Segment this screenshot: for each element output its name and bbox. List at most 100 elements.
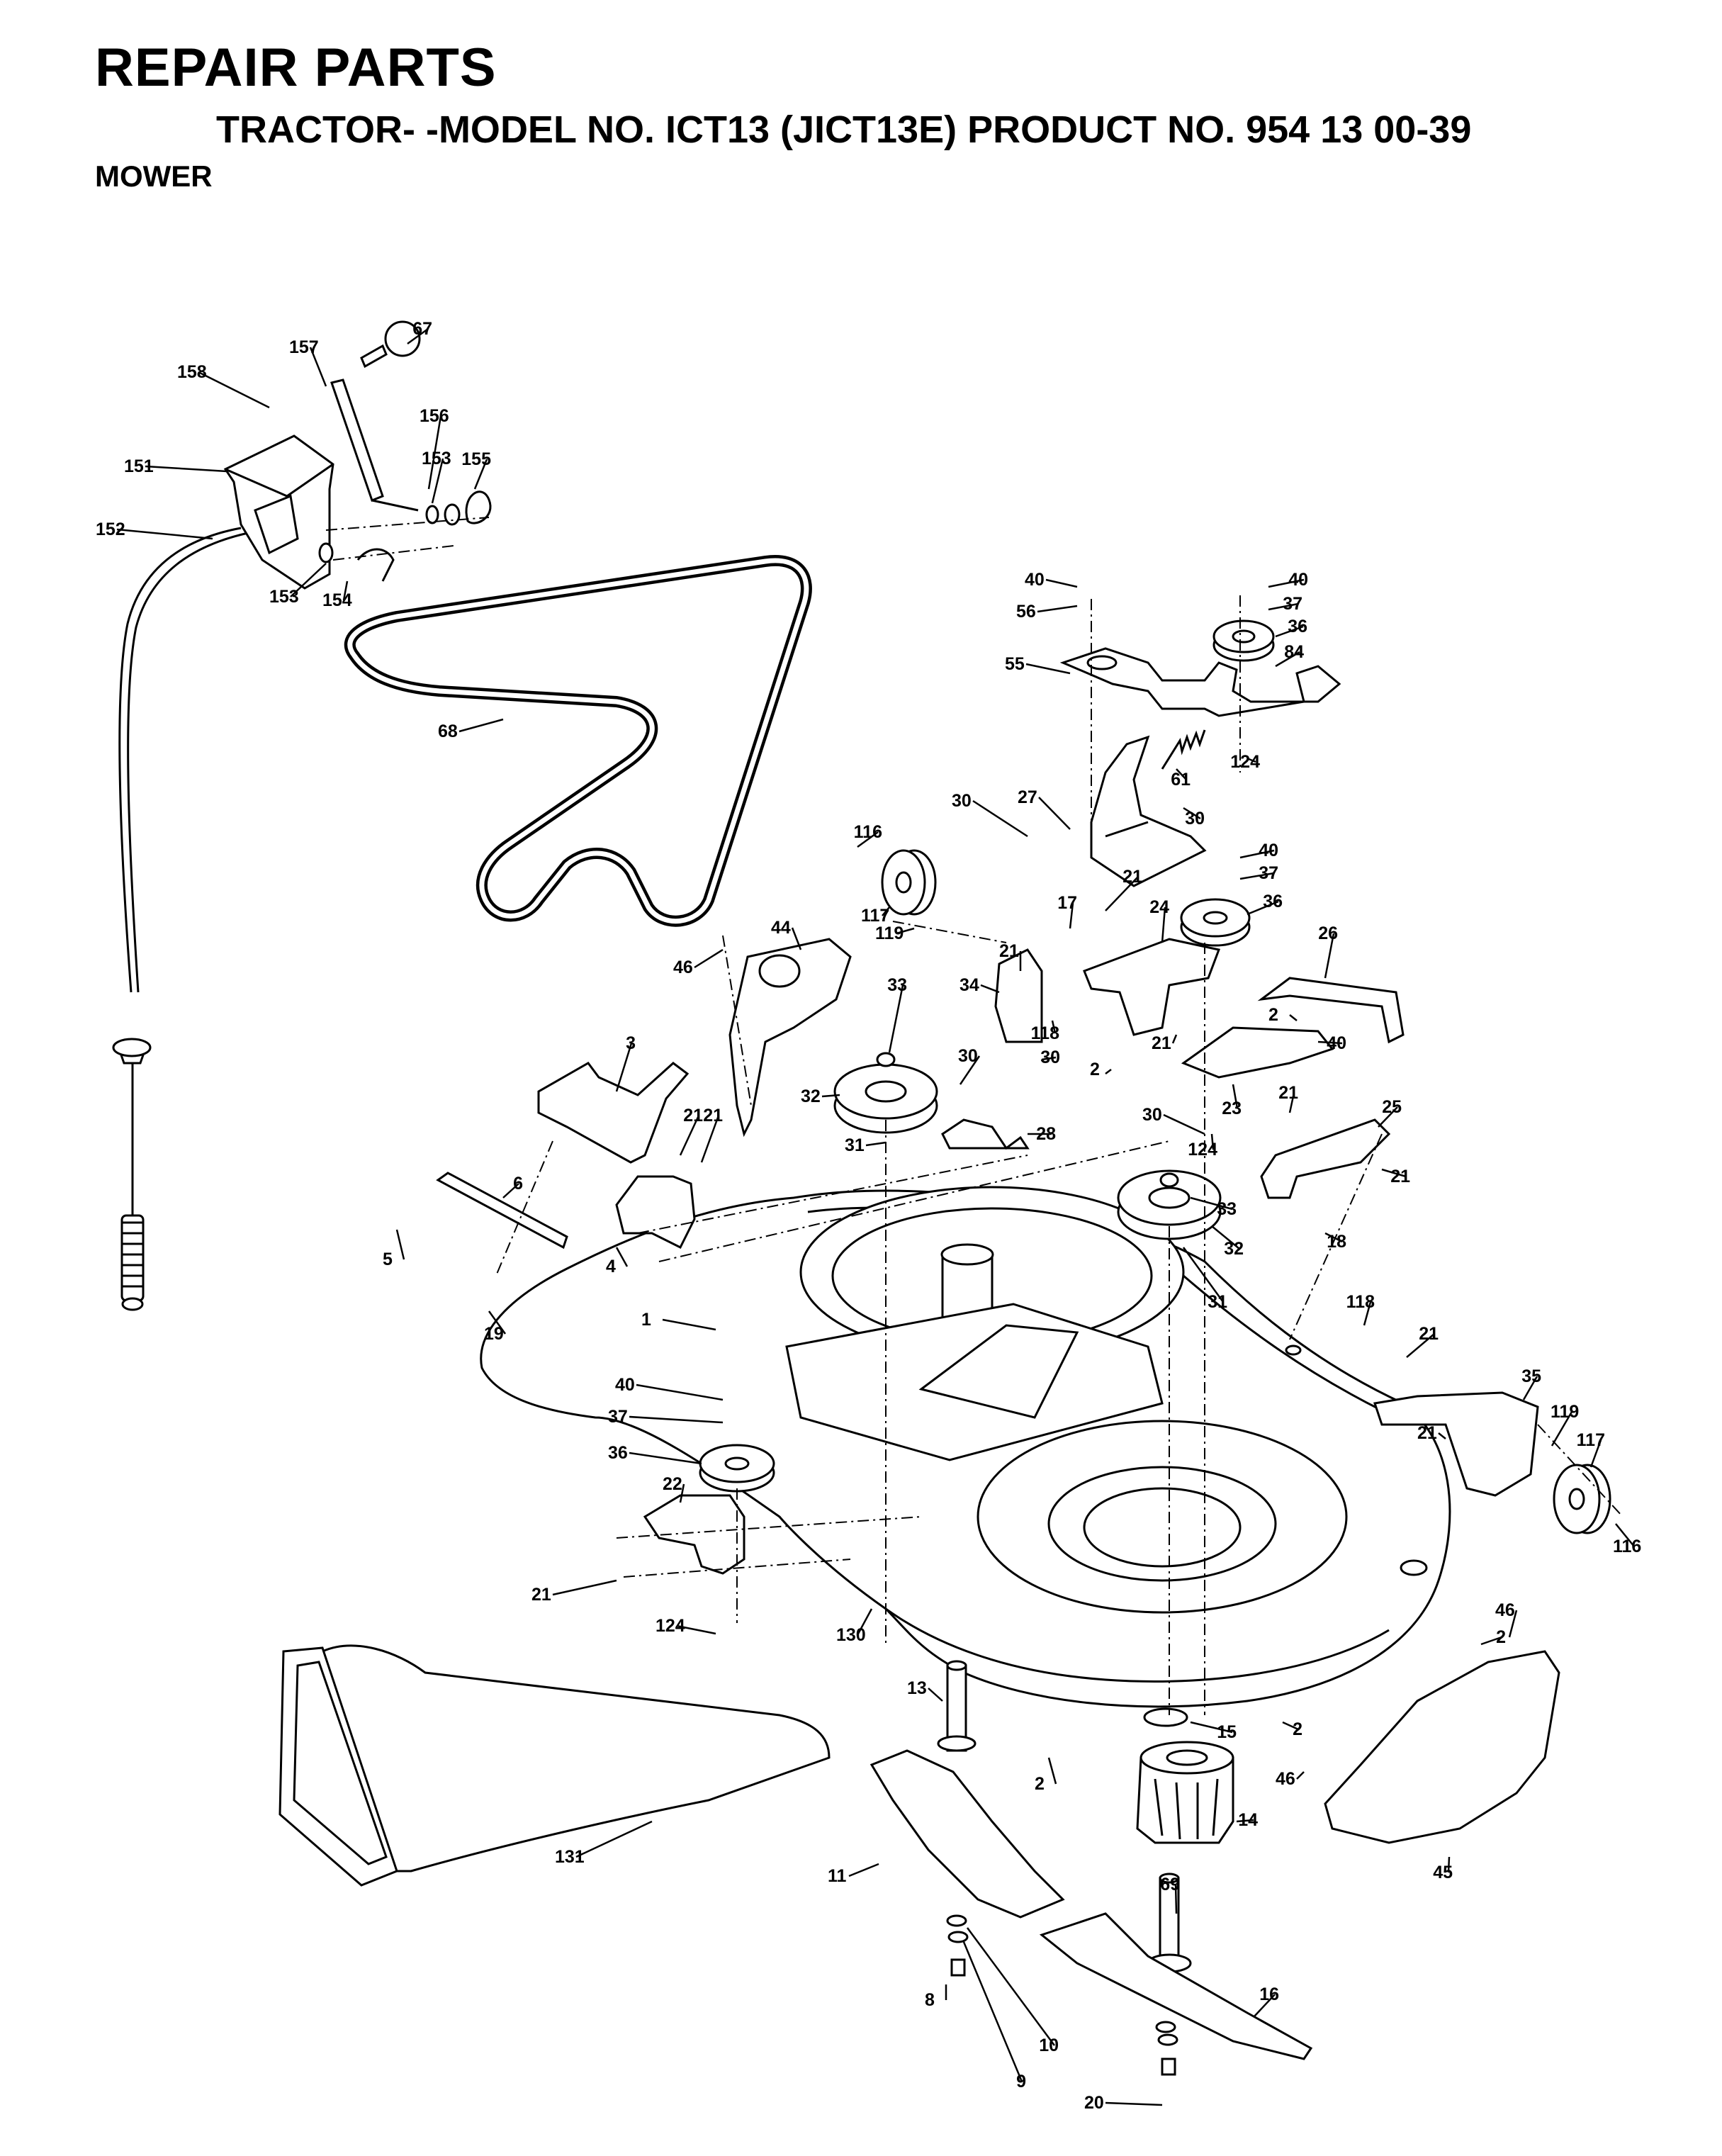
callout-leader [1282,1721,1299,1731]
gauge-wheel-left [881,849,937,916]
part-number-label: 124 [1188,1140,1217,1160]
callout-leader [1041,1056,1057,1061]
part-number-label: 37 [1259,863,1278,883]
part-number-label: 34 [960,975,979,995]
callout-leader [1171,1034,1178,1044]
part-number-label: 21 [1278,1083,1298,1103]
part-number-label: 21 [703,1106,723,1125]
part-number-label: 40 [1259,841,1278,860]
part-number-label: 2 [1293,1719,1302,1739]
part-number-label: 21 [1122,867,1142,887]
part-number-label: 153 [422,449,451,468]
callout-leader [1037,605,1078,613]
part-number-label: 116 [1613,1537,1641,1556]
part-number-label: 45 [1433,1863,1453,1882]
callout-leader [848,1863,879,1877]
callout-leader [1232,1084,1239,1109]
part-number-label: 28 [1036,1124,1056,1144]
callout-leader [966,1927,1056,2046]
callout-leader [1190,1721,1233,1734]
part-number-label: 30 [1142,1105,1162,1125]
callout-leader [1275,625,1304,638]
part-number-label: 13 [907,1678,927,1698]
idler-arm [1059,647,1341,717]
idler-bracket-24 [1083,938,1221,1036]
callout-leader [694,948,724,969]
part-number-label: 21 [531,1585,551,1605]
callout-leader [309,347,327,387]
callout-leader [1289,1014,1298,1021]
callout-leader [1615,1523,1635,1547]
callout-leader [427,415,442,490]
part-number-label: 157 [289,337,319,357]
part-number-label: 6 [513,1174,523,1194]
part-number-label: 18 [1327,1232,1346,1252]
part-number-label: 36 [608,1443,628,1463]
part-number-label: 118 [1031,1023,1059,1043]
link-rod-6 [436,1172,568,1250]
spindle-housing [1136,1707,1234,1844]
part-number-label: 30 [952,791,972,811]
idler-bracket [1090,735,1207,887]
callout-leader [198,371,270,409]
callout-leader [1163,1113,1205,1135]
part-number-label: 35 [1521,1366,1541,1386]
part-number-label: 32 [801,1087,821,1106]
callout-leader [116,528,213,540]
callout-leader [488,1310,507,1335]
part-number-label: 31 [845,1135,865,1155]
callout-leader [821,1094,840,1098]
callout-leader [1105,1069,1112,1074]
callout-leader [980,984,1000,994]
part-number-label: 153 [269,587,299,607]
part-number-label: 40 [1327,1033,1346,1053]
part-number-label: 118 [1346,1292,1375,1312]
callout-leader [1275,651,1300,668]
part-number-label: 25 [1382,1097,1402,1117]
callout-leader [882,906,890,916]
callout-leader [888,984,904,1053]
part-number-label: 156 [420,406,449,426]
callout-leader [1051,1020,1057,1034]
callout-leader [575,1820,653,1858]
callout-leader [1480,1636,1502,1646]
part-number-label: 23 [1222,1099,1242,1118]
bracket-34 [994,948,1043,1043]
part-number-label: 21 [1417,1423,1437,1443]
callout-leader [1239,872,1275,880]
part-number-label: 19 [484,1324,504,1344]
callout-leader [1522,1376,1538,1400]
callout-leader [1406,1333,1435,1358]
part-number-label: 40 [1288,570,1308,590]
callout-leader [1176,768,1187,780]
callout-leader [1254,1994,1276,2017]
callout-leader [1438,1432,1446,1439]
part-number-label: 2 [1268,1005,1278,1025]
callout-leader [1447,1856,1451,1873]
blade-hardware [946,1914,1178,2076]
part-number-label: 151 [124,456,154,476]
lift-bracket [223,434,334,590]
idler-pulley-middle [1180,898,1251,947]
callout-leader [1183,807,1201,820]
part-number-label: 119 [1551,1402,1579,1422]
part-number-label: 154 [322,590,352,610]
part-number-label: 21 [1152,1033,1171,1053]
lift-cable-assembly [112,527,249,1311]
part-number-label: 46 [1495,1600,1515,1620]
deck-bracket-4 [615,1175,696,1250]
callout-leader [1210,1133,1215,1150]
callout-leader [679,1483,685,1503]
callout-leader [1551,1411,1573,1447]
model-subtitle: TRACTOR- -MODEL NO. ICT13 (JICT13E) PROD… [216,108,1472,151]
callout-leader [959,1055,981,1085]
callout-leader [1381,1168,1407,1178]
part-number-label: 117 [1577,1430,1605,1450]
bracket-23 [1181,1026,1334,1079]
callout-leader [1239,849,1275,859]
part-number-label: 31 [1208,1292,1227,1312]
part-number-label: 119 [875,923,904,943]
callout-leader [395,1229,405,1260]
part-number-label: 124 [655,1616,685,1636]
